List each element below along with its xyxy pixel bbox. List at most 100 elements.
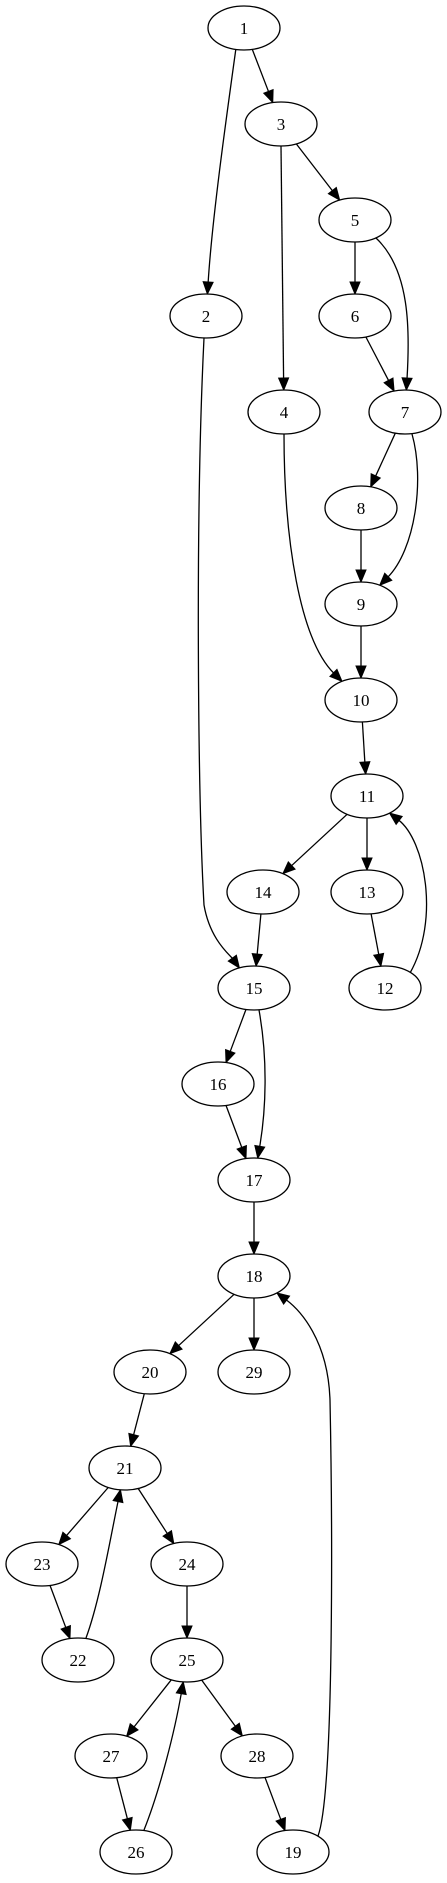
node-8: 8 <box>324 485 398 531</box>
edge-1-to-2 <box>202 47 237 296</box>
edge-3-to-5 <box>295 143 341 202</box>
node-4: 4 <box>247 389 321 435</box>
edge-21-to-24 <box>137 1488 175 1545</box>
edge-19-to-18 <box>275 1292 333 1837</box>
node-ellipse <box>217 1157 291 1203</box>
edge-7-to-8 <box>370 432 396 488</box>
edge-12-to-11 <box>388 812 428 974</box>
edge-line <box>132 1393 145 1436</box>
edge-23-to-22 <box>49 1585 71 1640</box>
arrowhead <box>355 569 367 584</box>
node-ellipse <box>318 197 392 243</box>
node-25: 25 <box>150 1637 224 1683</box>
arrowhead <box>60 1624 71 1640</box>
node-12: 12 <box>348 965 422 1011</box>
node-ellipse <box>324 485 398 531</box>
edge-line <box>283 433 335 675</box>
edge-line <box>116 1777 129 1820</box>
arrowhead <box>162 1529 175 1545</box>
node-23: 23 <box>5 1541 79 1587</box>
arrowhead <box>254 1144 266 1160</box>
node-ellipse <box>324 581 398 627</box>
node-label: 18 <box>246 1267 263 1286</box>
node-ellipse <box>150 1637 224 1683</box>
arrowhead <box>275 1292 291 1306</box>
node-label: 11 <box>359 787 375 806</box>
edge-line <box>258 1009 266 1148</box>
node-ellipse <box>5 1541 79 1587</box>
node-7: 7 <box>368 389 442 435</box>
node-ellipse <box>74 1733 148 1779</box>
arrowhead <box>262 88 274 104</box>
edge-25-to-27 <box>125 1679 172 1738</box>
edge-8-to-9 <box>355 530 367 584</box>
edge-5-to-6 <box>349 242 361 296</box>
arrowhead <box>230 1722 244 1737</box>
edge-26-to-25 <box>143 1680 187 1831</box>
edge-line <box>285 1298 333 1837</box>
edge-13-to-12 <box>370 913 385 968</box>
arrowhead <box>401 377 413 392</box>
edge-6-to-7 <box>365 336 395 393</box>
node-label: 14 <box>255 883 273 902</box>
node-label: 28 <box>249 1747 266 1766</box>
node-label: 12 <box>377 979 394 998</box>
node-ellipse <box>217 1349 291 1395</box>
node-18: 18 <box>217 1253 291 1299</box>
arrowhead <box>225 1048 236 1064</box>
node-3: 3 <box>244 101 318 147</box>
node-label: 9 <box>357 595 366 614</box>
arrowhead <box>349 281 361 296</box>
node-ellipse <box>244 101 318 147</box>
node-label: 27 <box>103 1747 121 1766</box>
arrowhead <box>359 761 371 776</box>
node-label: 6 <box>351 307 360 326</box>
node-label: 2 <box>202 307 211 326</box>
node-ellipse <box>217 965 291 1011</box>
arrowhead <box>57 1531 72 1546</box>
node-label: 3 <box>277 115 286 134</box>
edge-15-to-17 <box>254 1009 266 1160</box>
node-label: 4 <box>280 403 289 422</box>
node-24: 24 <box>150 1541 224 1587</box>
edge-line <box>361 721 366 764</box>
edge-25-to-28 <box>201 1679 244 1737</box>
node-ellipse <box>181 1061 255 1107</box>
edge-line <box>49 1585 67 1629</box>
node-ellipse <box>217 1253 291 1299</box>
edge-10-to-11 <box>359 721 371 776</box>
arrowhead <box>125 1722 139 1738</box>
edge-line <box>65 1487 109 1537</box>
edge-5-to-7 <box>375 237 413 392</box>
node-ellipse <box>207 5 281 51</box>
edge-line <box>137 1488 169 1535</box>
node-label: 7 <box>401 403 410 422</box>
edge-22-to-21 <box>85 1488 124 1639</box>
edge-line <box>85 1500 119 1639</box>
edge-11-to-13 <box>361 818 373 872</box>
arrowhead <box>248 1241 260 1256</box>
node-6: 6 <box>318 293 392 339</box>
arrowhead <box>181 1625 193 1640</box>
edge-line <box>365 336 390 382</box>
edge-line <box>229 1009 247 1053</box>
edge-line <box>207 47 237 284</box>
arrowhead <box>121 1816 133 1832</box>
edge-4-to-10 <box>283 433 343 683</box>
node-ellipse <box>226 869 300 915</box>
node-label: 19 <box>285 1843 302 1862</box>
node-14: 14 <box>226 869 300 915</box>
arrowhead <box>361 857 373 872</box>
node-ellipse <box>318 293 392 339</box>
arrowhead <box>329 668 343 683</box>
edge-20-to-21 <box>128 1393 145 1448</box>
arrowhead <box>327 186 341 202</box>
node-label: 25 <box>179 1651 196 1670</box>
node-1: 1 <box>207 5 281 51</box>
edge-line <box>374 432 396 478</box>
edge-9-to-10 <box>355 626 367 680</box>
node-17: 17 <box>217 1157 291 1203</box>
node-label: 10 <box>353 691 370 710</box>
